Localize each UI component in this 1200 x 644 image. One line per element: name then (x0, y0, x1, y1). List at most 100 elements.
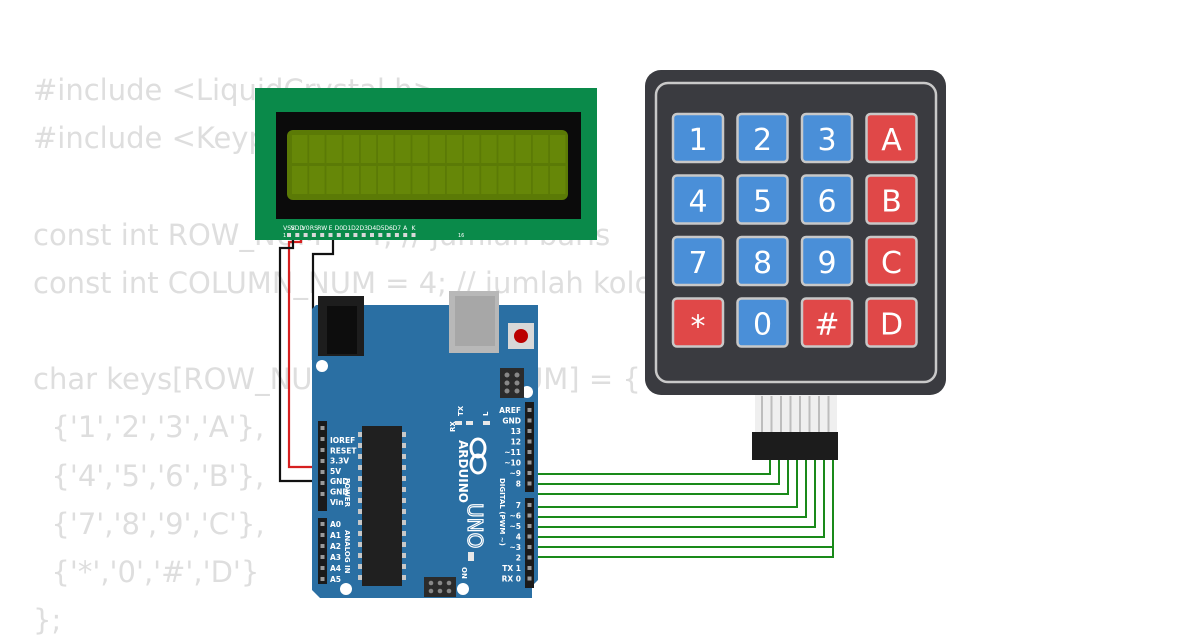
pin-label: 3.3V (330, 457, 349, 466)
keypad-key-hash[interactable]: # (800, 297, 854, 348)
header-pin[interactable] (527, 555, 532, 560)
pin-label: ~9 (509, 469, 521, 478)
chip-leg (358, 443, 362, 448)
keypad-key-label: * (691, 310, 706, 345)
header-pin[interactable] (320, 577, 325, 581)
power-header (318, 421, 327, 511)
keypad-key-8[interactable]: 8 (736, 235, 789, 287)
header-pin[interactable] (527, 524, 532, 528)
pin-label: 7 (516, 501, 521, 510)
keypad-key-cap[interactable] (736, 174, 789, 225)
code-line: {'*','0','#','D'} (33, 554, 260, 589)
chip-leg (358, 454, 362, 459)
header-pin[interactable] (320, 522, 325, 526)
lcd-char-cell (360, 135, 377, 163)
keypad-key-A[interactable]: A (865, 112, 918, 164)
keypad-key-cap[interactable] (800, 112, 854, 164)
keypad-key-5[interactable]: 5 (736, 174, 789, 225)
keypad-key-7[interactable]: 7 (671, 235, 725, 287)
l-led-label: L (482, 411, 490, 416)
keypad-key-cap[interactable] (736, 235, 789, 287)
lcd-pin-label: RW (317, 225, 327, 232)
keypad-key-cap[interactable] (800, 174, 854, 225)
lcd-pin-label: D5 (376, 225, 385, 232)
lcd-pin-label: D0 (335, 225, 344, 232)
keypad-key-label: 8 (753, 246, 772, 281)
header-pin[interactable] (527, 439, 532, 444)
header-pin[interactable] (527, 566, 532, 570)
header-pin[interactable] (320, 426, 325, 430)
chip-leg (358, 487, 362, 492)
header-pin[interactable] (527, 429, 532, 433)
header-pin[interactable] (320, 566, 325, 570)
lcd-char-cell (515, 166, 531, 194)
reset-button-cap[interactable] (514, 329, 528, 343)
keypad-key-C[interactable]: C (865, 235, 918, 287)
keypad-key-3[interactable]: 3 (800, 112, 854, 164)
keypad-key-cap[interactable] (671, 174, 725, 225)
header-pin[interactable] (527, 576, 532, 581)
keypad-key-B[interactable]: B (865, 174, 918, 225)
lcd-pin-label: RS (310, 225, 318, 232)
keypad-key-1[interactable]: 1 (671, 112, 725, 164)
header-pin[interactable] (320, 555, 325, 559)
header-pin[interactable] (320, 481, 325, 485)
header-pin[interactable] (320, 544, 325, 548)
lcd-char-cell (446, 166, 463, 194)
icsp-header-top (500, 368, 524, 398)
chip-leg (402, 575, 406, 580)
header-pin[interactable] (527, 545, 532, 549)
header-pin[interactable] (527, 503, 532, 507)
header-pin[interactable] (527, 471, 532, 475)
header-pin[interactable] (320, 470, 325, 474)
header-pin[interactable] (527, 460, 532, 465)
usb-port-inner (455, 296, 495, 346)
lcd-pin-label: D4 (368, 225, 377, 232)
pin-label: 13 (511, 427, 521, 436)
keypad-key-cap[interactable] (865, 112, 918, 164)
keypad-key-cap[interactable] (736, 112, 789, 164)
keypad-key-0[interactable]: 0 (736, 297, 789, 348)
keypad-key-6[interactable]: 6 (800, 174, 854, 225)
chip-leg (358, 509, 362, 514)
pin-label: ~10 (504, 459, 521, 468)
header-pin[interactable] (320, 448, 325, 452)
keypad-key-cap[interactable] (865, 235, 918, 287)
lcd-char-cell (343, 166, 359, 194)
chip-leg (358, 465, 362, 470)
lcd-pin (386, 233, 391, 237)
keypad-key-2[interactable]: 2 (736, 112, 789, 164)
header-pin[interactable] (527, 418, 532, 423)
chip-leg (402, 564, 406, 569)
header-pin[interactable] (527, 534, 532, 539)
keypad-key-9[interactable]: 9 (800, 235, 854, 287)
digital-header-high (525, 402, 534, 492)
header-pin[interactable] (527, 450, 532, 454)
chip-leg (402, 454, 406, 459)
keypad-key-cap[interactable] (671, 112, 725, 164)
header-pin[interactable] (320, 533, 325, 537)
header-pin[interactable] (527, 481, 532, 486)
header-pin[interactable] (527, 408, 532, 412)
header-pin[interactable] (527, 513, 532, 518)
keypad-key-D[interactable]: D (865, 297, 918, 348)
lcd-char-cell (378, 166, 394, 194)
lcd-pin (394, 233, 399, 237)
keypad-key-cap[interactable] (865, 174, 918, 225)
keypad-key-label: 5 (753, 185, 772, 220)
keypad-key-cap[interactable] (671, 235, 725, 287)
keypad-key-cap[interactable] (800, 235, 854, 287)
header-pin[interactable] (320, 492, 325, 496)
keypad-key-4[interactable]: 4 (671, 174, 725, 225)
chip-leg (402, 498, 406, 503)
keypad-key-cap[interactable] (736, 297, 789, 348)
header-pin[interactable] (320, 437, 325, 441)
chip-legs (358, 432, 406, 580)
keypad-key-cap[interactable] (671, 297, 725, 348)
keypad-key-cap[interactable] (865, 297, 918, 348)
keypad-key-cap[interactable] (800, 297, 854, 348)
header-pin[interactable] (320, 459, 325, 463)
keypad-key-star[interactable]: * (671, 297, 725, 348)
